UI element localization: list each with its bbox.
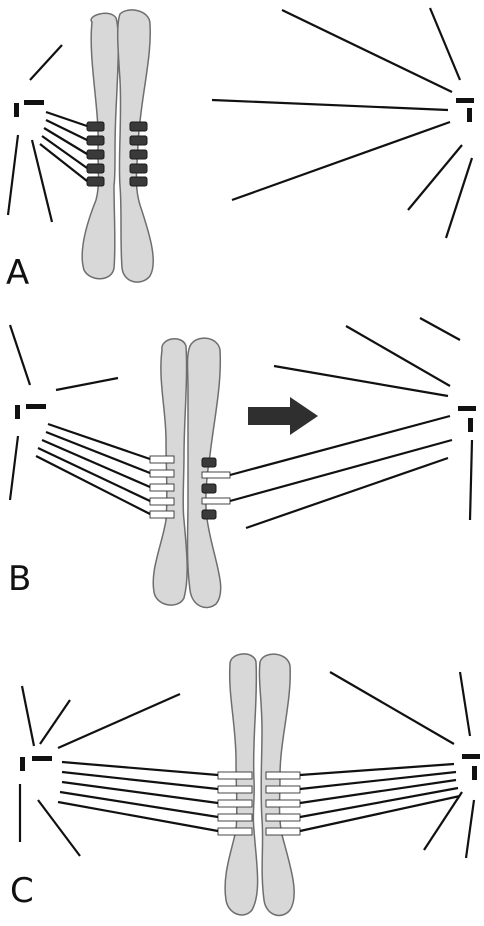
panel-c: C — [10, 654, 480, 916]
kinetochore-microtubules-right-b — [230, 416, 452, 501]
kinetochore-microtubules-a — [40, 112, 87, 181]
kinetochore-microtubules-left-c — [58, 762, 218, 831]
chromatid-right — [118, 10, 154, 282]
panel-label-c: C — [10, 871, 34, 911]
panel-a: A — [6, 8, 474, 293]
kinetochore-right-sister — [202, 458, 230, 519]
spindle-pole-left-a — [14, 100, 44, 117]
panel-label-b: B — [8, 559, 31, 599]
panel-b: B — [8, 318, 476, 608]
movement-arrow — [248, 397, 318, 435]
astral-microtubules-left-c — [20, 686, 180, 856]
kinetochore-microtubules-left-b — [36, 424, 150, 514]
chromatid-left — [82, 13, 118, 279]
panel-label-a: A — [6, 253, 29, 293]
spindle-pole-right-c — [462, 754, 480, 780]
astral-microtubules-left-b — [10, 325, 118, 500]
spindle-pole-right-a — [456, 98, 474, 122]
kinetochore-microtubules-right-c — [300, 764, 460, 831]
spindle-pole-left-c — [20, 756, 52, 771]
spindle-pole-left-b — [15, 404, 46, 419]
spindle-pole-right-b — [458, 406, 476, 432]
astral-microtubules-right-a — [212, 8, 472, 238]
chromatid-right — [259, 654, 294, 915]
chromatid-left — [225, 654, 258, 915]
